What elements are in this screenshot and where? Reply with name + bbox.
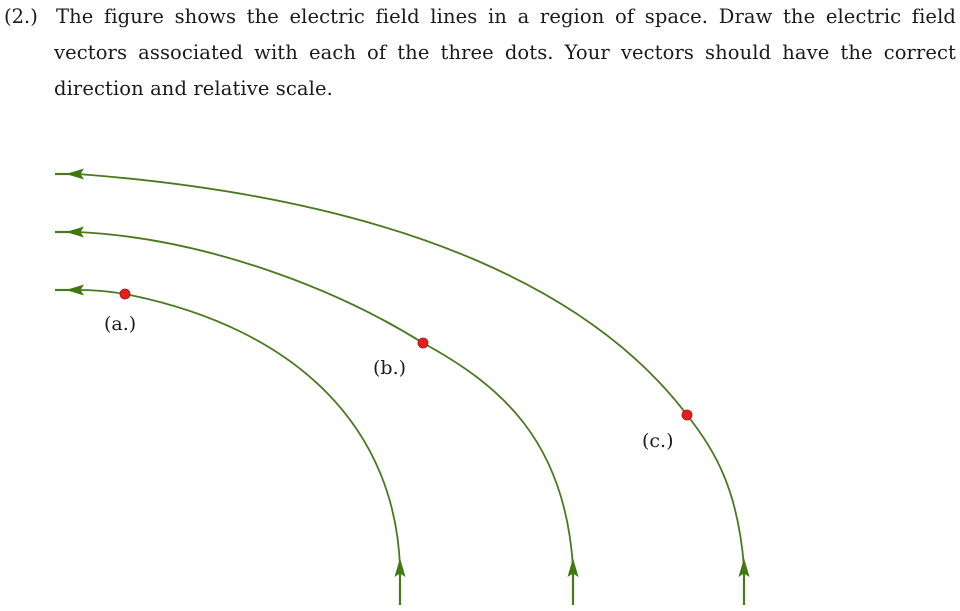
problem-text-line-2: vectors associated with each of the thre… bbox=[54, 41, 956, 64]
arrow-left-icon bbox=[66, 284, 84, 296]
problem-text-line-3: direction and relative scale. bbox=[54, 77, 333, 100]
problem-text-line-1: The figure shows the electric field line… bbox=[56, 5, 956, 28]
point-b-dot bbox=[417, 337, 429, 349]
arrow-up-icon bbox=[738, 558, 750, 577]
field-line-outer bbox=[55, 168, 750, 605]
point-a-dot bbox=[119, 288, 131, 300]
arrow-up-icon bbox=[567, 558, 579, 577]
point-a-label: (a.) bbox=[104, 313, 136, 335]
field-line-inner bbox=[55, 284, 406, 605]
field-line-middle bbox=[55, 226, 579, 605]
point-c-dot bbox=[681, 409, 693, 421]
point-b-label: (b.) bbox=[373, 357, 406, 379]
problem-number: (2.) bbox=[4, 5, 38, 28]
arrow-left-icon bbox=[66, 168, 84, 180]
point-c-label: (c.) bbox=[642, 430, 674, 452]
arrow-left-icon bbox=[66, 226, 84, 238]
arrow-up-icon bbox=[394, 558, 406, 577]
